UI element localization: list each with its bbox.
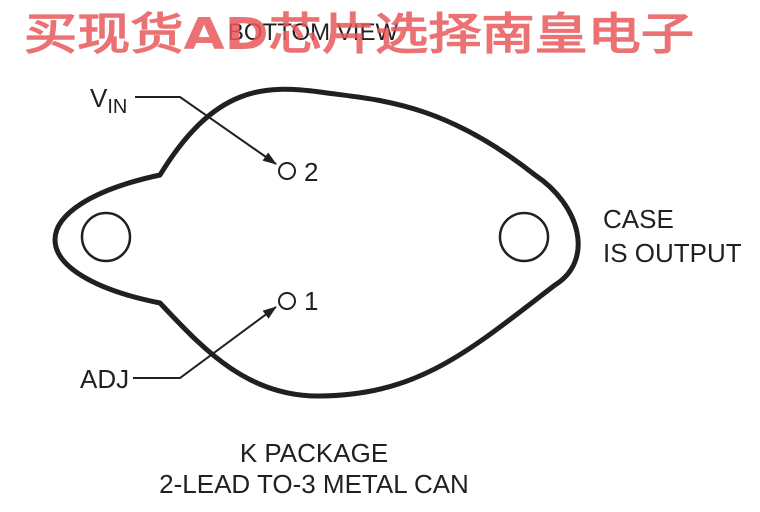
pin-1-marker: [278, 292, 296, 310]
vin-label: VIN: [90, 83, 127, 118]
vin-label-main: V: [90, 83, 108, 113]
pin-2-marker: [278, 162, 296, 180]
watermark-text: 买现货AD芯片选择南皇电子: [24, 9, 694, 60]
pin-2-number: 2: [304, 157, 318, 187]
package-caption-line-1: K PACKAGE: [240, 438, 388, 468]
vin-leader-arrow: [135, 96, 277, 165]
adj-leader-arrow: [133, 306, 277, 379]
mounting-hole-right: [498, 211, 550, 263]
adj-label: ADJ: [80, 364, 129, 394]
pin-1-number: 1: [304, 286, 318, 316]
mounting-hole-left: [80, 211, 132, 263]
vin-label-subscript: IN: [107, 96, 127, 118]
case-note-line-2: IS OUTPUT: [603, 238, 742, 268]
view-title: BOTTOM VIEW: [228, 19, 399, 46]
case-note-line-1: CASE: [603, 204, 674, 234]
package-outline: [52, 86, 581, 399]
package-caption-line-2: 2-LEAD TO-3 METAL CAN: [159, 469, 469, 499]
